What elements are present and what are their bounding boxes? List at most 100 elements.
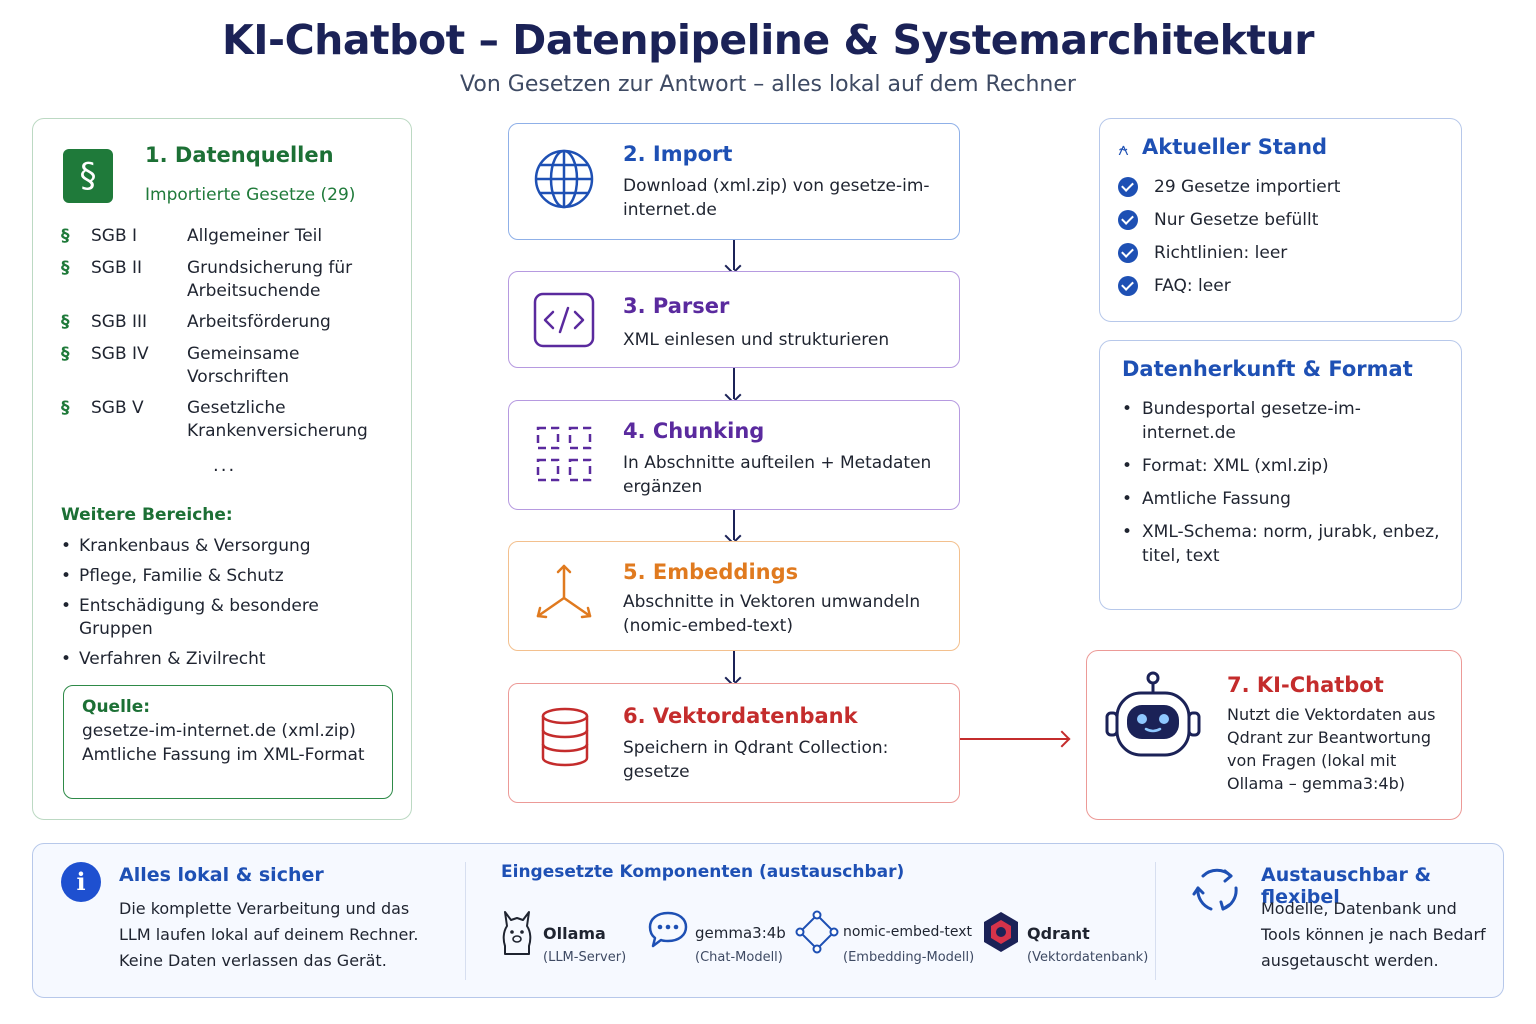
paragraph-icon: § <box>61 226 70 246</box>
chat-bubble-icon <box>648 911 688 948</box>
quelle-heading: Quelle: <box>82 697 151 717</box>
paragraph-icon: § <box>61 344 70 364</box>
page-subtitle: Von Gesetzen zur Antwort – alles lokal a… <box>460 72 1076 97</box>
page-title: KI-Chatbot – Datenpipeline & Systemarchi… <box>222 16 1314 64</box>
status-icon: ⍲ <box>1118 139 1129 160</box>
step-title: 6. Vektordatenbank <box>623 704 858 728</box>
step-description: Abschnitte in Vektoren umwandeln (nomic-… <box>623 592 921 636</box>
step-description: Download (xml.zip) von gesetze-im-intern… <box>623 176 930 220</box>
status-item-label: Nur Gesetze befüllt <box>1154 210 1319 230</box>
database-icon <box>541 707 589 767</box>
components-title: Eingesetzte Komponenten (austauschbar) <box>501 862 905 882</box>
component-name: Qdrant <box>1027 924 1090 943</box>
ki-chatbot-card: 7. KI-Chatbot Nutzt die Vektordaten aus … <box>1086 650 1462 820</box>
law-description: Allgemeiner Teil <box>187 226 323 246</box>
step-chunking: 4. Chunking In Abschnitte aufteilen + Me… <box>508 400 960 510</box>
chunks-icon <box>536 426 592 482</box>
flex-text: Modelle, Datenbank und Tools können je n… <box>1261 899 1486 970</box>
datenherkunft-card: Datenherkunft & Format Bundesportal gese… <box>1099 340 1462 610</box>
law-code: SGB III <box>91 312 148 332</box>
quelle-text: gesetze-im-internet.de (xml.zip) Amtlich… <box>82 721 365 765</box>
flow-arrow <box>733 240 735 270</box>
law-description: Arbeitsförderung <box>187 312 331 332</box>
datenquellen-card: § 1. Datenquellen Importierte Gesetze (2… <box>32 118 412 820</box>
law-code: SGB IV <box>91 344 149 364</box>
robot-icon <box>1105 671 1201 757</box>
globe-icon <box>534 149 594 209</box>
check-icon <box>1118 243 1138 263</box>
component-role: (Embedding-Modell) <box>843 950 975 965</box>
flow-arrow <box>733 368 735 399</box>
step-vektordatenbank: 6. Vektordatenbank Speichern in Qdrant C… <box>508 683 960 803</box>
component-name: gemma3:4b <box>695 924 786 942</box>
list-item: Format: XML (xml.zip) <box>1122 454 1442 478</box>
paragraph-icon: § <box>63 149 113 203</box>
flex-title: Austauschbar & flexibel <box>1261 864 1432 908</box>
component-name: nomic-embed-text <box>843 924 973 940</box>
divider <box>465 862 466 980</box>
status-item: Richtlinien: leer <box>1118 243 1287 263</box>
ki-chatbot-description: Nutzt die Vektordaten aus Qdrant zur Bea… <box>1227 705 1436 793</box>
step-import: 2. Import Download (xml.zip) von gesetze… <box>508 123 960 240</box>
aktueller-stand-card: ⍲ Aktueller Stand 29 Gesetze importiert … <box>1099 118 1462 322</box>
quelle-box: Quelle: gesetze-im-internet.de (xml.zip)… <box>63 685 393 799</box>
info-icon: i <box>61 862 101 902</box>
component-role: (Chat-Modell) <box>695 950 783 965</box>
local-text: Die komplette Verarbeitung und das LLM l… <box>119 899 419 970</box>
status-item: FAQ: leer <box>1118 276 1231 296</box>
check-icon <box>1118 210 1138 230</box>
law-description: Gemeinsame Vorschriften <box>187 344 300 387</box>
ki-chatbot-title: 7. KI-Chatbot <box>1227 673 1384 697</box>
footer-panel: i Alles lokal & sicher Die komplette Ver… <box>32 843 1504 998</box>
vector-axes-icon <box>536 564 592 619</box>
law-description: Gesetzliche Krankenversicherung <box>187 398 368 441</box>
law-code: SGB II <box>91 258 143 278</box>
law-code: SGB V <box>91 398 144 418</box>
paragraph-icon: § <box>61 258 70 278</box>
datenherkunft-title: Datenherkunft & Format <box>1122 357 1413 381</box>
component-ollama: Ollama (LLM-Server) <box>499 910 639 970</box>
list-item: Krankenbaus & Versorgung <box>61 535 391 558</box>
component-role: (LLM-Server) <box>543 950 627 965</box>
datenquellen-title: 1. Datenquellen <box>145 143 334 167</box>
component-nomic: nomic-embed-text (Embedding-Modell) <box>795 910 975 970</box>
law-description: Grundsicherung für Arbeitsuchende <box>187 258 353 301</box>
list-item: XML-Schema: norm, jurabk, enbez, titel, … <box>1122 520 1442 568</box>
aktueller-stand-title: Aktueller Stand <box>1142 135 1328 159</box>
step-parser: 3. Parser XML einlesen und strukturieren <box>508 271 960 368</box>
step-embeddings: 5. Embeddings Abschnitte in Vektoren umw… <box>508 541 960 651</box>
step-description: In Abschnitte aufteilen + Metadaten ergä… <box>623 453 932 497</box>
list-item: Verfahren & Zivilrecht <box>61 648 391 671</box>
flow-arrow <box>733 510 735 540</box>
status-item-label: 29 Gesetze importiert <box>1154 177 1341 197</box>
list-item: Entschädigung & besondere Gruppen <box>61 595 391 641</box>
flow-arrow <box>733 651 735 682</box>
check-icon <box>1118 177 1138 197</box>
status-item: Nur Gesetze befüllt <box>1118 210 1318 230</box>
step-title: 2. Import <box>623 142 733 166</box>
code-icon <box>533 292 595 348</box>
divider <box>1155 862 1156 980</box>
refresh-cycle-icon <box>1192 868 1238 911</box>
to-chatbot-arrow <box>960 738 1068 740</box>
step-title: 4. Chunking <box>623 419 765 443</box>
law-code: SGB I <box>91 226 138 246</box>
qdrant-logo-icon <box>984 912 1018 952</box>
weitere-bereiche-list: Krankenbaus & Versorgung Pflege, Familie… <box>61 535 391 678</box>
paragraph-icon: § <box>61 312 70 332</box>
paragraph-icon: § <box>61 398 70 418</box>
component-role: (Vektordatenbank) <box>1027 950 1149 965</box>
step-description: XML einlesen und strukturieren <box>623 330 890 350</box>
step-title: 3. Parser <box>623 294 730 318</box>
status-item-label: Richtlinien: leer <box>1154 243 1288 263</box>
status-item: 29 Gesetze importiert <box>1118 177 1340 197</box>
list-item: Bundesportal gesetze-im-internet.de <box>1122 397 1442 445</box>
component-name: Ollama <box>543 924 606 943</box>
more-laws-ellipsis: ... <box>213 455 237 476</box>
datenherkunft-list: Bundesportal gesetze-im-internet.de Form… <box>1122 397 1442 577</box>
step-title: 5. Embeddings <box>623 560 799 584</box>
local-title: Alles lokal & sicher <box>119 864 324 886</box>
list-item: Pflege, Familie & Schutz <box>61 565 391 588</box>
step-description: Speichern in Qdrant Collection: gesetze <box>623 738 889 782</box>
network-nodes-icon <box>795 910 839 954</box>
